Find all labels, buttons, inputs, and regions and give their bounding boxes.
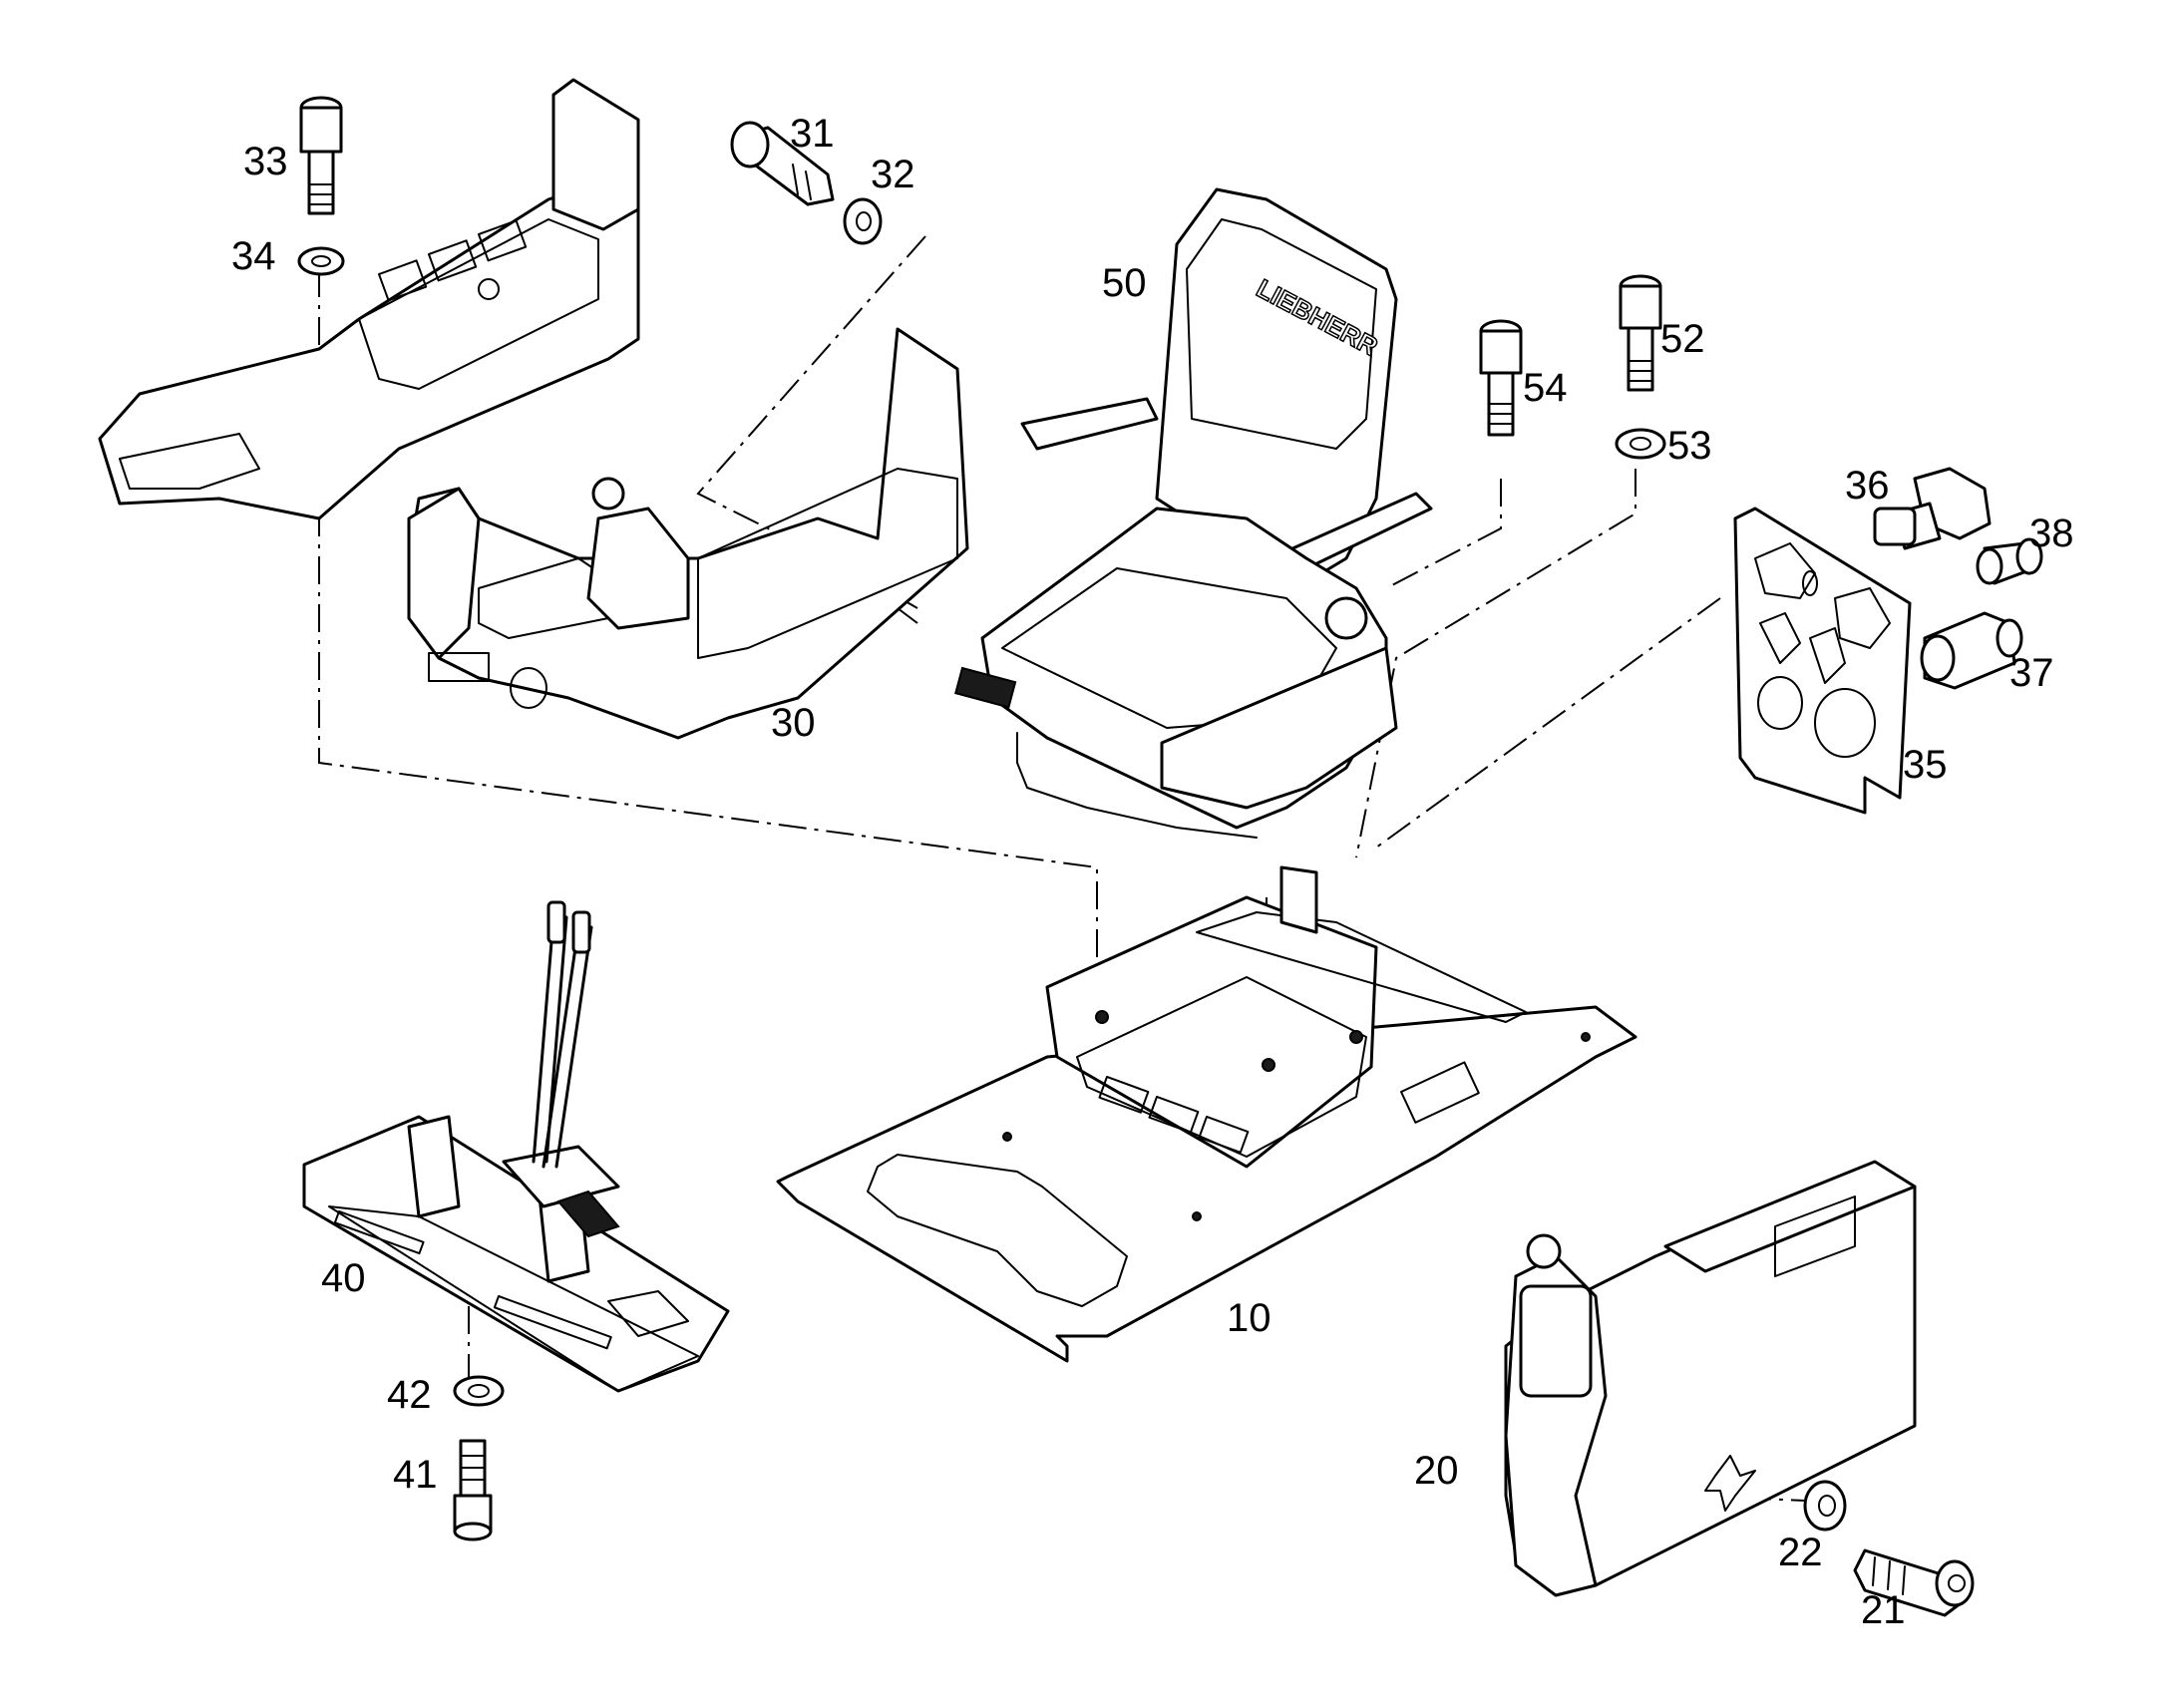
floor-plate-part-10 bbox=[776, 865, 1637, 1363]
callout-part-30: 30 bbox=[771, 701, 816, 745]
sleeve-part-38 bbox=[1976, 537, 2043, 585]
callout-part-35: 35 bbox=[1903, 743, 1948, 787]
washer-part-32 bbox=[843, 197, 883, 245]
callout-part-54: 54 bbox=[1523, 366, 1568, 410]
operator-seat-part-50 bbox=[954, 187, 1433, 839]
bolt-part-31 bbox=[730, 121, 835, 206]
washer-part-42 bbox=[453, 1375, 505, 1407]
callout-part-31: 31 bbox=[790, 112, 835, 156]
callout-part-52: 52 bbox=[1660, 317, 1705, 361]
washer-part-22 bbox=[1803, 1480, 1847, 1532]
callout-part-33: 33 bbox=[243, 140, 288, 183]
callout-labels: 10 20 21 22 30 31 32 33 34 35 36 37 38 4… bbox=[231, 112, 2074, 1632]
connector-plate-part-35 bbox=[1733, 507, 1912, 815]
callout-part-36: 36 bbox=[1845, 464, 1890, 508]
callout-part-38: 38 bbox=[2029, 512, 2074, 555]
callout-part-42: 42 bbox=[387, 1373, 432, 1417]
bolt-part-41 bbox=[453, 1439, 493, 1541]
connector-part-37 bbox=[1920, 611, 2023, 690]
callout-part-40: 40 bbox=[321, 1256, 366, 1300]
bolt-part-54 bbox=[1479, 319, 1523, 437]
callout-part-37: 37 bbox=[2009, 651, 2054, 695]
left-console-part-30 bbox=[407, 327, 969, 740]
bolt-part-33 bbox=[299, 96, 343, 215]
pedal-assembly-part-40 bbox=[302, 900, 730, 1393]
right-console-part-20 bbox=[1504, 1160, 1917, 1597]
bolt-part-21 bbox=[1853, 1548, 1975, 1617]
bolt-part-52 bbox=[1619, 274, 1662, 392]
callout-part-10: 10 bbox=[1227, 1296, 1272, 1340]
callout-part-41: 41 bbox=[393, 1453, 438, 1497]
callout-part-21: 21 bbox=[1861, 1588, 1906, 1632]
callout-part-50: 50 bbox=[1102, 261, 1147, 305]
callout-part-20: 20 bbox=[1414, 1449, 1459, 1493]
dashboard-frame bbox=[98, 78, 640, 520]
callout-part-32: 32 bbox=[871, 153, 915, 196]
washer-part-34 bbox=[297, 246, 345, 276]
callout-part-22: 22 bbox=[1778, 1531, 1823, 1574]
callout-part-53: 53 bbox=[1667, 424, 1712, 468]
washer-part-53 bbox=[1615, 428, 1666, 460]
plug-part-36 bbox=[1873, 467, 1992, 550]
callout-part-34: 34 bbox=[231, 234, 276, 278]
